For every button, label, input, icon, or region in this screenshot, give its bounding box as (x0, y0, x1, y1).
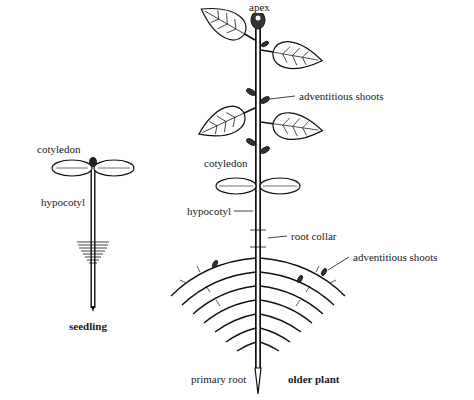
root-shoot-buds (211, 260, 327, 284)
part-label: cotyledon (36, 143, 81, 155)
part-label: primary root (190, 373, 247, 385)
shoot-buds (245, 40, 270, 154)
figure-label: older plant (287, 373, 340, 385)
leader-lines (234, 96, 349, 270)
part-label: cotyledon (203, 157, 248, 169)
part-label: root collar (290, 230, 338, 242)
part-label: hypocotyl (186, 205, 232, 217)
rootlets (180, 266, 336, 306)
part-label: hypocotyl (40, 196, 86, 208)
older-cotyledons (216, 178, 300, 194)
lateral-roots (171, 258, 345, 351)
part-label: adventitious shoots (298, 90, 385, 102)
part-label: adventitious shoots (352, 251, 439, 263)
part-label: apex (248, 1, 271, 13)
figure-label: seedling (68, 320, 108, 332)
seedling-drawing (52, 157, 134, 312)
stem-and-primary-root (251, 11, 265, 394)
